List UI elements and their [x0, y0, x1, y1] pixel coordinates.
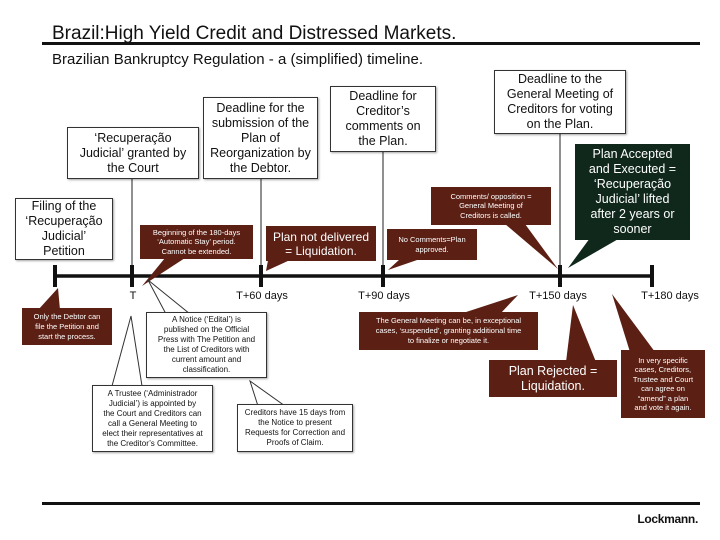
timeline-tick-T150 [558, 265, 562, 287]
pointer-creditors-15 [249, 379, 287, 407]
callout-plan-accepted: Plan Accepted and Executed = ‘Recuperaçã… [575, 144, 690, 240]
callout-comments-opposition: Comments/ opposition = General Meeting o… [431, 187, 551, 225]
tick-label-T150: T+150 days [529, 290, 587, 302]
pointer-automatic-stay [142, 258, 185, 286]
callout-notice-edital: A Notice (‘Edital’) is published on the … [146, 312, 267, 378]
tick-label-T: T [129, 290, 137, 302]
pointer-amend-plan [612, 294, 655, 352]
page-title: Brazil:High Yield Credit and Distressed … [52, 23, 457, 44]
tick-label-T90: T+90 days [358, 290, 410, 302]
pointer-no-comments [388, 259, 420, 270]
milestone-plan-deadline: Deadline for the submission of the Plan … [203, 97, 318, 179]
pointer-trustee [111, 315, 143, 387]
pointer-plan-accepted [568, 238, 620, 268]
pointer-meeting-suspended [460, 295, 518, 314]
milestone-granted: ‘Recuperação Judicial’ granted by the Co… [67, 127, 199, 179]
callout-creditors-15: Creditors have 15 days from the Notice t… [237, 404, 353, 452]
callout-plan-rejected: Plan Rejected = Liquidation. [489, 360, 617, 397]
pointer-comments-opposition [505, 224, 558, 269]
tick-label-T180: T+180 days [641, 290, 699, 302]
tick-label-T60: T+60 days [236, 290, 288, 302]
milestone-filing: Filing of the ‘Recuperação Judicial’ Pet… [15, 198, 113, 260]
page-subtitle: Brazilian Bankruptcy Regulation - a (sim… [52, 51, 423, 68]
pointer-notice-edital [147, 279, 192, 315]
callout-amend-plan: In very specific cases, Creditors, Trust… [621, 350, 705, 418]
timeline-tick-T180 [650, 265, 654, 287]
footer-rule [42, 502, 700, 505]
timeline-tick-T [130, 265, 134, 287]
callout-no-comments: No Comments=Plan approved. [387, 229, 477, 260]
milestone-comments-deadline: Deadline for Creditor’s comments on the … [330, 86, 436, 152]
callout-plan-not-delivered: Plan not delivered = Liquidation. [266, 226, 376, 261]
callout-only-debtor: Only the Debtor can file the Petition an… [22, 308, 112, 345]
milestone-meeting-deadline: Deadline to the General Meeting of Credi… [494, 70, 626, 134]
title-rule [42, 42, 700, 45]
callout-automatic-stay: Beginning of the 180-days ‘Automatic Sta… [140, 225, 253, 259]
brand-logo: Lockmann. [637, 512, 698, 526]
pointer-only-debtor [38, 288, 60, 310]
timeline-tick-T90 [381, 265, 385, 287]
timeline-tick-T60 [259, 265, 263, 287]
callout-trustee: A Trustee (‘Administrador Judicial’) is … [92, 385, 213, 452]
pointer-plan-rejected [566, 305, 596, 362]
callout-meeting-suspended: The General Meeting can be, in exception… [359, 312, 538, 350]
timeline-tick-filing [53, 265, 57, 287]
